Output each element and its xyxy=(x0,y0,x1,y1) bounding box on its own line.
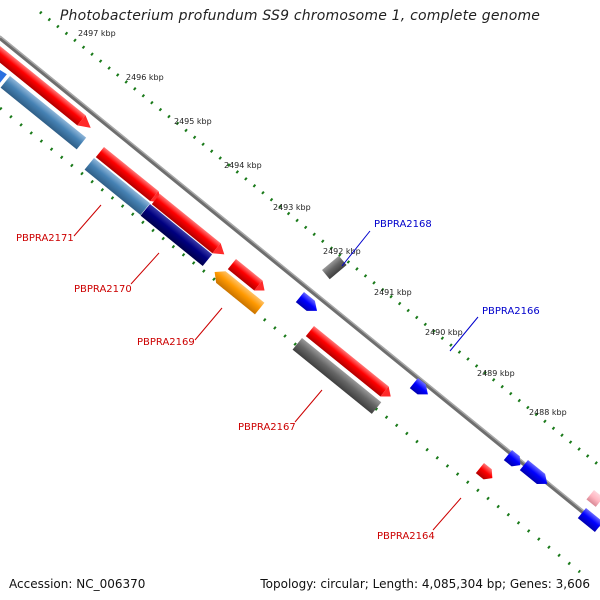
forward-track xyxy=(0,39,395,402)
ruler-label: 2489 kbp xyxy=(477,369,515,378)
gene-blue-small[interactable] xyxy=(409,378,432,399)
small-genes xyxy=(295,255,600,532)
gene-red[interactable] xyxy=(305,326,395,402)
gene-labels: PBPRA2171 PBPRA2170 PBPRA2169 PBPRA2167 … xyxy=(16,219,540,542)
gene-red[interactable] xyxy=(151,194,229,259)
gene-label-pbpra2166[interactable]: PBPRA2166 xyxy=(482,306,540,317)
ruler-labels: 2497 kbp 2496 kbp 2495 kbp 2494 kbp 2493… xyxy=(78,29,567,417)
inner-dotted-tracks xyxy=(0,106,581,574)
gene-label-pbpra2164[interactable]: PBPRA2164 xyxy=(377,531,435,542)
topology-text: Topology: circular; Length: 4,085,304 bp… xyxy=(260,577,590,591)
ruler-label: 2492 kbp xyxy=(323,247,361,256)
ruler-track xyxy=(39,10,600,468)
gene-blue-small[interactable] xyxy=(519,460,551,489)
gene-navy[interactable] xyxy=(140,204,213,267)
gene-pink-small[interactable] xyxy=(586,490,600,507)
ruler-label: 2490 kbp xyxy=(425,328,463,337)
gene-orange[interactable] xyxy=(210,266,265,315)
ruler-label: 2495 kbp xyxy=(174,117,212,126)
map-title: Photobacterium profundum SS9 chromosome … xyxy=(59,8,541,24)
gene-gray-small[interactable] xyxy=(322,255,347,280)
gene-red-small[interactable] xyxy=(475,463,497,483)
ruler-label: 2493 kbp xyxy=(273,203,311,212)
ruler-label: 2497 kbp xyxy=(78,29,116,38)
gene-blue-small[interactable] xyxy=(503,450,525,470)
gene-steelblue[interactable] xyxy=(84,158,150,215)
accession-text: Accession: NC_006370 xyxy=(9,577,146,591)
gene-red[interactable] xyxy=(0,39,95,133)
gene-label-pbpra2170[interactable]: PBPRA2170 xyxy=(74,284,132,295)
gene-blue-small[interactable] xyxy=(295,292,321,316)
ruler-label: 2488 kbp xyxy=(529,408,567,417)
gene-label-pbpra2167[interactable]: PBPRA2167 xyxy=(238,422,296,433)
gene-label-pbpra2169[interactable]: PBPRA2169 xyxy=(137,337,195,348)
gene-steelblue[interactable] xyxy=(0,69,7,86)
callout-lines xyxy=(73,204,479,531)
reverse-track xyxy=(0,69,382,414)
genome-backbone xyxy=(0,35,600,528)
gene-blue-small[interactable] xyxy=(577,508,600,532)
gene-red[interactable] xyxy=(227,259,269,296)
gene-gray[interactable] xyxy=(292,338,382,414)
gene-label-pbpra2171[interactable]: PBPRA2171 xyxy=(16,233,74,244)
gene-steelblue[interactable] xyxy=(0,76,87,150)
ruler-label: 2491 kbp xyxy=(374,288,412,297)
ruler-label: 2494 kbp xyxy=(224,161,262,170)
gene-label-pbpra2168[interactable]: PBPRA2168 xyxy=(374,219,432,230)
ruler-label: 2496 kbp xyxy=(126,73,164,82)
